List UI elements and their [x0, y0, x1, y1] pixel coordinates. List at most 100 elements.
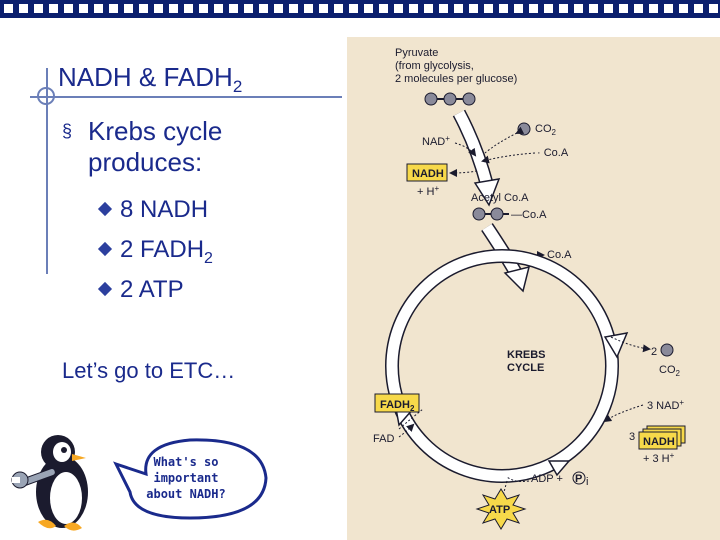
banner-square	[244, 4, 253, 13]
phosphate-icon	[572, 471, 586, 485]
banner-square	[289, 4, 298, 13]
bullet-diamond-icon	[97, 241, 113, 257]
main-bullet: § Krebs cycle produces:	[62, 116, 302, 178]
banner-square	[424, 4, 433, 13]
nadh-box-label: NADH	[643, 436, 675, 448]
banner-square	[649, 4, 658, 13]
banner-square	[349, 4, 358, 13]
pyruvate-label: Pyruvate	[395, 47, 438, 59]
banner-square	[589, 4, 598, 13]
two-co2-number: 2	[651, 346, 657, 358]
banner-square	[334, 4, 343, 13]
banner-square	[214, 4, 223, 13]
banner-square	[19, 4, 28, 13]
coa-release-label: Co.A	[547, 249, 572, 261]
pi-label: P	[575, 473, 582, 485]
speech-bubble-icon	[113, 438, 268, 520]
nadh-box	[638, 431, 678, 450]
pyruvate-label: (from glycolysis,	[395, 60, 474, 72]
banner-square	[574, 4, 583, 13]
main-bullet-text: Krebs cycle produces:	[88, 116, 223, 177]
molecule-icon	[517, 122, 531, 136]
banner-square	[709, 4, 718, 13]
banner-square	[694, 4, 703, 13]
banner-square	[64, 4, 73, 13]
banner-square	[274, 4, 283, 13]
decorative-vertical-line	[46, 68, 48, 274]
banner-square	[154, 4, 163, 13]
hplus-top-label: + H+	[417, 184, 439, 198]
banner-square	[394, 4, 403, 13]
banner-square	[439, 4, 448, 13]
three-nad-label: 3 NAD+	[647, 398, 684, 412]
banner-square	[49, 4, 58, 13]
nad-plus-label: NAD+	[422, 134, 450, 148]
banner-square	[184, 4, 193, 13]
coa-top-label: · Co.A	[537, 147, 569, 159]
banner-square	[169, 4, 178, 13]
krebs-label: KREBS	[507, 349, 546, 361]
atp-label: ATP	[489, 504, 510, 516]
banner-square	[559, 4, 568, 13]
fadh2-box	[374, 393, 420, 413]
banner-square	[199, 4, 208, 13]
fadh2-label: FADH2	[380, 399, 415, 413]
coa-bound-label: —Co.A	[511, 209, 547, 221]
adp-label: ADP +	[531, 473, 563, 485]
slide-title-main: NADH & FADH	[58, 62, 233, 92]
banner-square	[139, 4, 148, 13]
fad-label: FAD	[373, 433, 394, 445]
molecule-icon	[424, 92, 476, 106]
molecule-icon	[660, 343, 674, 357]
banner-square	[34, 4, 43, 13]
wrench-icon	[11, 468, 56, 489]
sub-bullet-text: 8 NADH	[120, 196, 209, 223]
cycle-label: CYCLE	[507, 362, 544, 374]
banner-square	[634, 4, 643, 13]
atp-star-icon	[475, 488, 527, 530]
nadh-top-label: NADH	[412, 168, 444, 180]
banner-square	[364, 4, 373, 13]
sub-bullet-fadh2: 2 FADH2	[97, 236, 213, 268]
banner-square	[469, 4, 478, 13]
banner-square	[304, 4, 313, 13]
three-label: 3	[629, 431, 635, 443]
co2-top-label: CO2	[535, 123, 557, 137]
molecule-icon	[472, 207, 509, 221]
bullet-square-icon: §	[62, 121, 73, 141]
banner-square	[604, 4, 613, 13]
krebs-cycle-svg: Pyruvate (from glycolysis, 2 molecules p…	[373, 47, 686, 530]
slide-title-subscript: 2	[232, 77, 243, 97]
banner-square	[664, 4, 673, 13]
top-banner	[0, 0, 720, 18]
two-co2-label: CO2	[659, 364, 681, 378]
bubble-line: about NADH?	[146, 487, 226, 501]
sub-bullet-subscript: 2	[204, 249, 213, 267]
acetyl-coa-label: Acetyl Co.A	[471, 192, 529, 204]
banner-square	[4, 4, 13, 13]
sub-bullet-nadh: 8 NADH	[97, 196, 209, 224]
bubble-line: important	[153, 471, 219, 485]
bubble-line: What's so	[153, 455, 219, 469]
banner-square	[319, 4, 328, 13]
banner-square	[79, 4, 88, 13]
nadh-top-box	[406, 163, 448, 182]
bullet-diamond-icon	[97, 201, 113, 217]
banner-square	[229, 4, 238, 13]
banner-square	[124, 4, 133, 13]
banner-square	[379, 4, 388, 13]
slide-title: NADH & FADH2	[58, 62, 242, 97]
banner-square	[529, 4, 538, 13]
bullet-diamond-icon	[97, 281, 113, 297]
banner-square	[454, 4, 463, 13]
pi-subscript: i	[586, 476, 588, 488]
banner-square	[514, 4, 523, 13]
speech-bubble-text: What's so important about NADH?	[127, 454, 245, 502]
banner-square	[484, 4, 493, 13]
sub-bullet-text: 2 ATP	[120, 276, 184, 303]
banner-square	[544, 4, 553, 13]
banner-square	[259, 4, 268, 13]
sub-bullet-atp: 2 ATP	[97, 276, 184, 304]
banner-square	[94, 4, 103, 13]
banner-square	[679, 4, 688, 13]
